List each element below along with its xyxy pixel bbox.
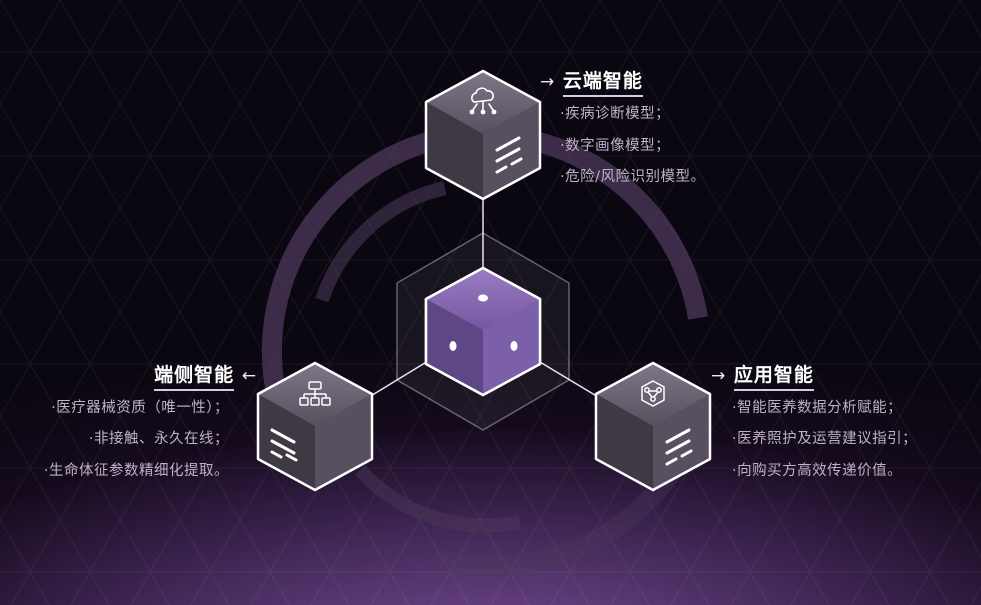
cloud-item: ·危险/风险识别模型。 <box>560 169 706 185</box>
cloud-cube[interactable] <box>424 69 542 201</box>
app-cube[interactable] <box>594 361 712 492</box>
app-heading: → 应用智能 <box>711 360 814 391</box>
arrow-right-icon: → <box>711 366 727 386</box>
network-nodes-icon <box>641 380 665 407</box>
edge-item: ·医疗器械资质（唯一性）； <box>51 400 229 416</box>
edge-item: ·非接触、永久在线； <box>88 431 229 447</box>
app-title: 应用智能 <box>733 360 814 391</box>
edge-cube[interactable] <box>256 361 374 492</box>
cloud-title: 云端智能 <box>562 66 643 97</box>
edge-title: 端侧智能 <box>154 360 235 391</box>
cloud-item: ·疾病诊断模型； <box>560 106 671 122</box>
slot-lines-icon <box>665 428 693 466</box>
cloud-item: ·数字画像模型； <box>560 138 671 154</box>
arrow-left-icon: ← <box>241 366 257 386</box>
slot-lines-icon <box>495 136 523 174</box>
app-item: ·智能医养数据分析赋能； <box>732 400 903 416</box>
app-item: ·向购买方高效传递价值。 <box>732 463 903 479</box>
cloud-network-icon <box>469 87 497 115</box>
cloud-heading: → 云端智能 <box>540 66 643 97</box>
hierarchy-icon <box>299 381 331 406</box>
center-cube <box>424 266 542 397</box>
edge-heading: 端侧智能 ← <box>154 360 257 391</box>
slot-lines-icon <box>270 428 298 462</box>
connection-dots-icon <box>449 294 518 351</box>
edge-item: ·生命体征参数精细化提取。 <box>43 463 229 479</box>
arrow-right-icon: → <box>540 72 556 92</box>
app-item: ·医养照护及运营建议指引； <box>732 431 918 447</box>
